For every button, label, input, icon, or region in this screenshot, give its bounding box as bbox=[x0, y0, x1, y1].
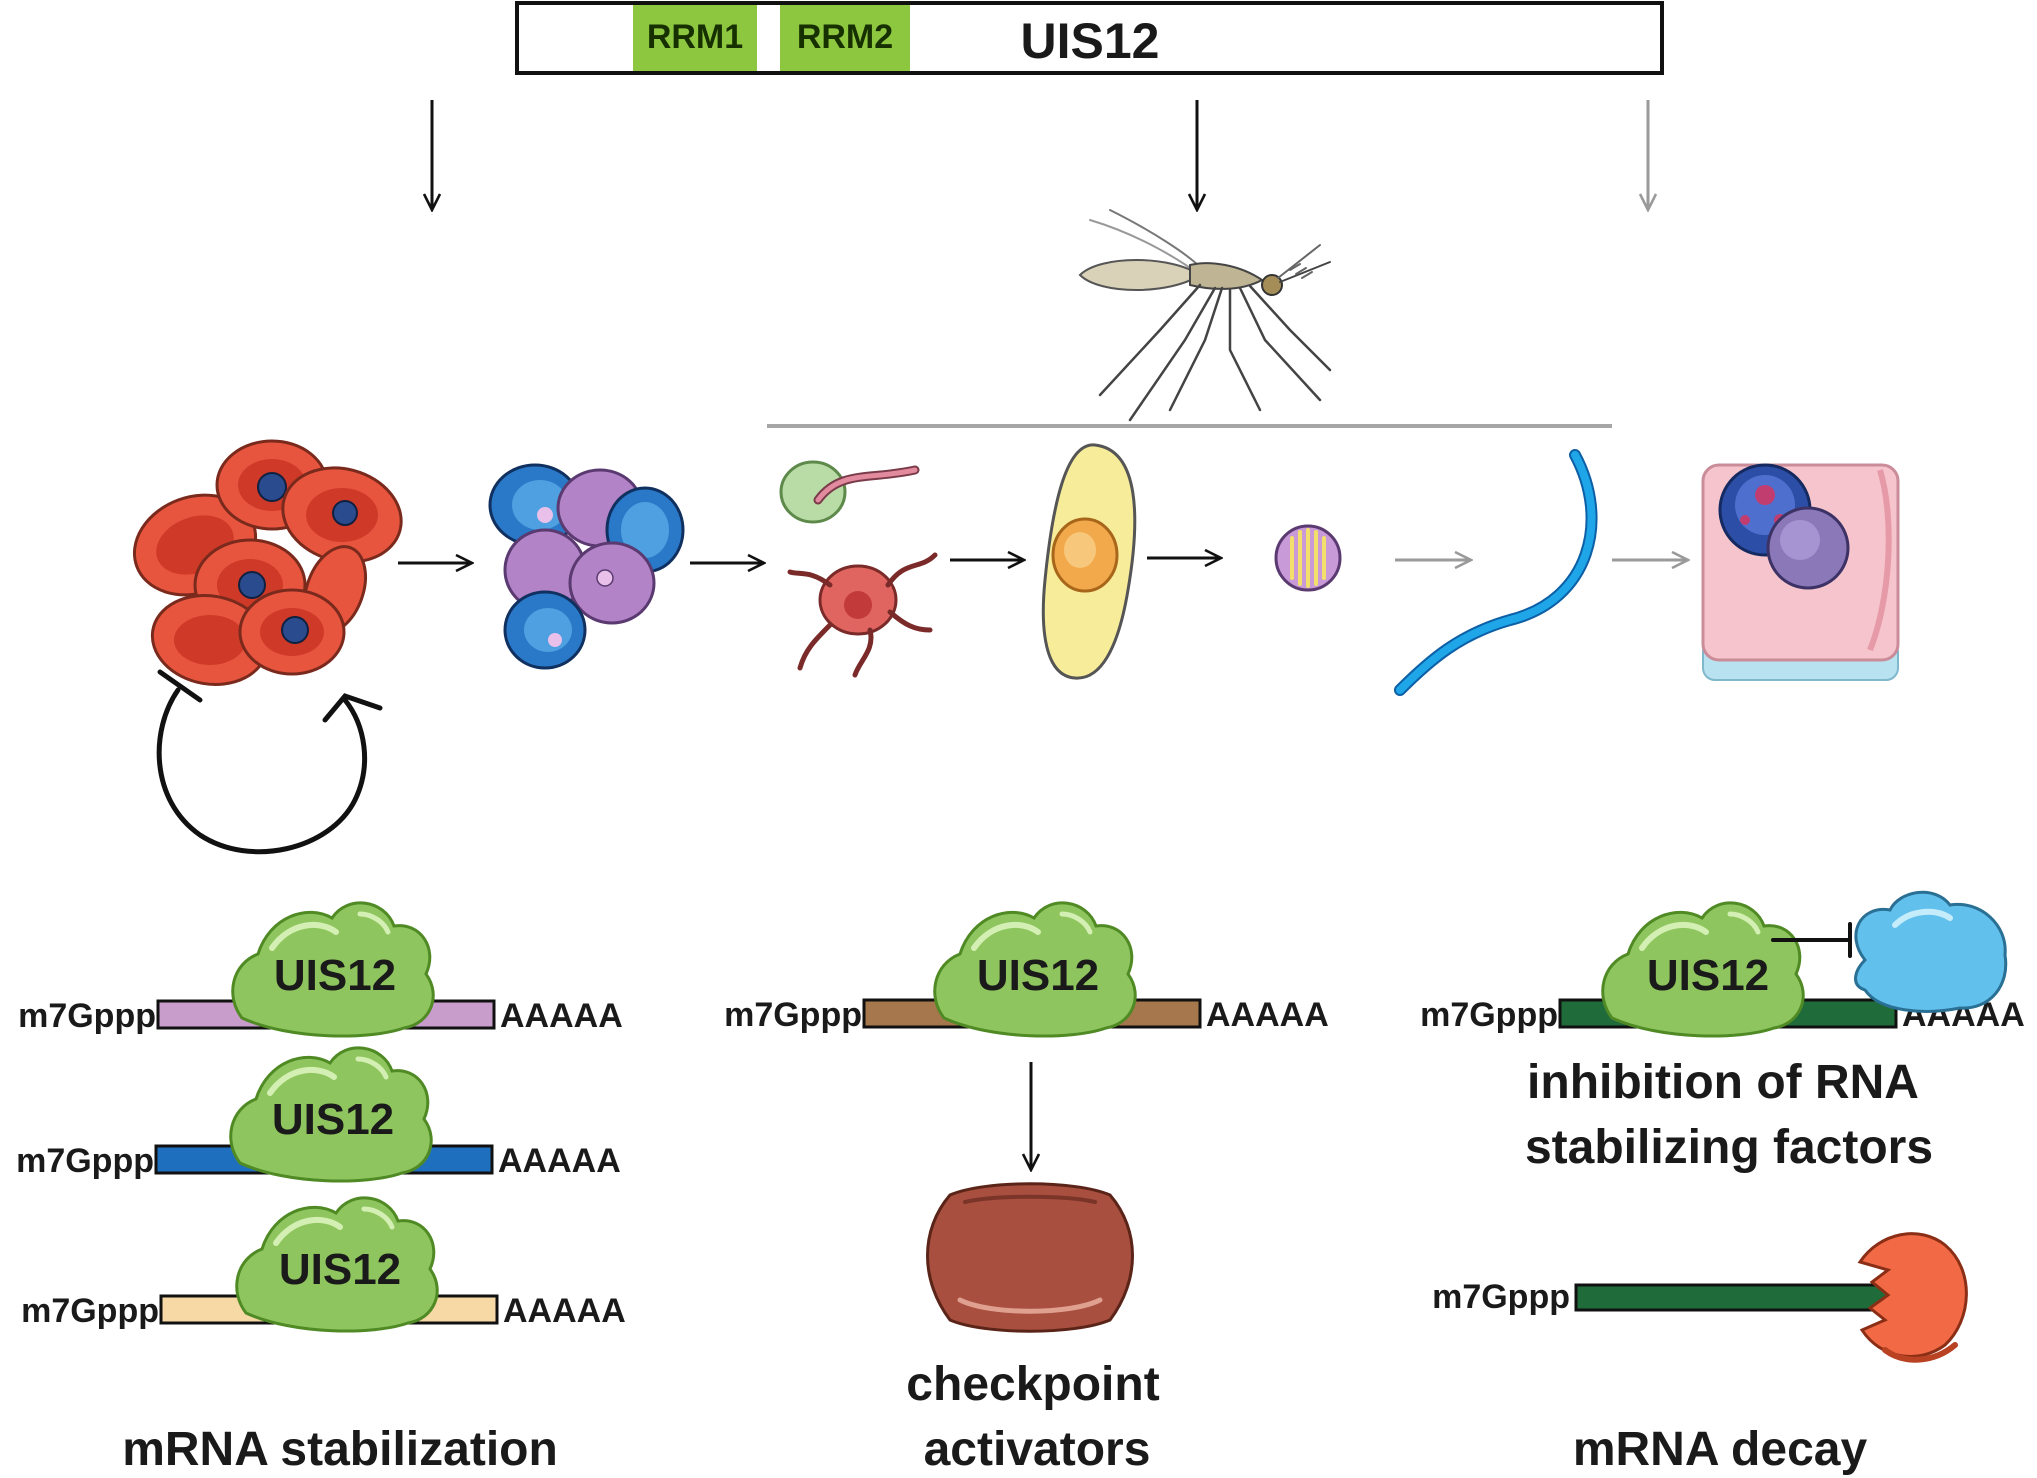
uis12-bar-title: UIS12 bbox=[1021, 13, 1160, 69]
cap-label: m7Gppp bbox=[18, 997, 156, 1035]
cap-label: m7Gppp bbox=[16, 1142, 154, 1180]
tail-label: AAAAA bbox=[1206, 996, 1329, 1034]
rrm2-label: RRM2 bbox=[797, 18, 893, 56]
checkpoint-protein-icon bbox=[926, 1182, 1134, 1333]
rrm2-domain bbox=[780, 5, 910, 71]
cycle-arrow-icon bbox=[156, 669, 383, 855]
mrna-strand-green-decay bbox=[1574, 1283, 1893, 1312]
cap-label-decay: m7Gppp bbox=[1432, 1278, 1570, 1316]
uis12-protein-label: UIS12 bbox=[272, 1095, 394, 1144]
mrna-complex-3: UIS12 m7Gppp AAAAA bbox=[21, 1198, 626, 1331]
mosquito-icon bbox=[1078, 209, 1332, 422]
mrna-stabilization-panel: UIS12 m7Gppp AAAAA UIS12 m7Gppp AAAAA UI… bbox=[16, 903, 626, 1476]
tail-label: AAAAA bbox=[503, 1292, 626, 1330]
uis12-domain-bar: RRM1 RRM2 UIS12 bbox=[515, 1, 1664, 75]
sporozoite-icon bbox=[1394, 449, 1598, 696]
gametes-icon bbox=[779, 460, 938, 678]
checkpoint-panel: UIS12 m7Gppp AAAAA checkpoint activators bbox=[724, 903, 1329, 1476]
uis12-protein-label: UIS12 bbox=[279, 1245, 401, 1294]
rrm1-label: RRM1 bbox=[647, 18, 743, 56]
exonuclease-icon bbox=[1857, 1232, 1968, 1363]
mrna-complex-2: UIS12 m7Gppp AAAAA bbox=[16, 1048, 621, 1181]
stabilizing-factor-icon bbox=[1854, 890, 2008, 1013]
mrna-decay-caption: mRNA decay bbox=[1573, 1423, 1868, 1476]
red-blood-cell-cluster-icon bbox=[132, 439, 403, 686]
mrna-stabilization-caption: mRNA stabilization bbox=[122, 1423, 558, 1476]
gametocyte-cluster-icon bbox=[488, 463, 685, 670]
rrm1-domain bbox=[633, 5, 757, 71]
oocyst-icon bbox=[1274, 524, 1342, 592]
uis12-protein-label: UIS12 bbox=[977, 951, 1099, 1000]
cap-label: m7Gppp bbox=[21, 1292, 159, 1330]
mrna-decay-panel: AAAAA UIS12 m7Gppp inhibition of RNA sta… bbox=[1420, 890, 2025, 1476]
checkpoint-caption-line1: checkpoint bbox=[906, 1358, 1159, 1411]
inhibition-caption-line2: stabilizing factors bbox=[1525, 1121, 1933, 1174]
tail-label: AAAAA bbox=[498, 1142, 621, 1180]
tail-label: AAAAA bbox=[500, 997, 623, 1035]
cap-label: m7Gppp bbox=[724, 996, 862, 1034]
inhibition-arrow bbox=[1771, 922, 1852, 958]
checkpoint-caption-line2: activators bbox=[924, 1423, 1151, 1476]
mrna-complex-1: UIS12 m7Gppp AAAAA bbox=[18, 903, 623, 1036]
ookinete-icon bbox=[1041, 443, 1137, 680]
uis12-protein-label: UIS12 bbox=[274, 951, 396, 1000]
cap-label: m7Gppp bbox=[1420, 996, 1558, 1034]
uis12-protein-label: UIS12 bbox=[1647, 951, 1769, 1000]
hepatocyte-icon bbox=[1701, 463, 1900, 681]
inhibition-caption-line1: inhibition of RNA bbox=[1527, 1056, 1919, 1109]
